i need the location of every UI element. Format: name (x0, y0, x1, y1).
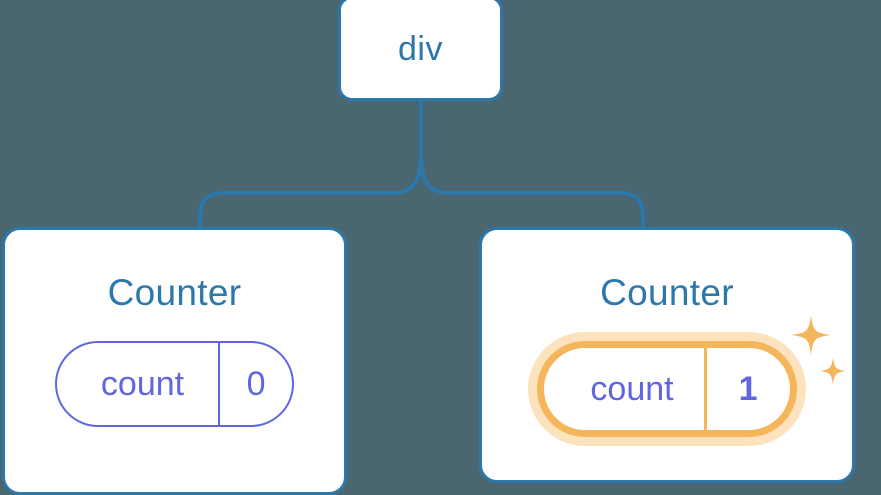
sparkle-large-icon (790, 315, 831, 355)
edge-root-to-left-child (198, 146, 423, 231)
node-counter-left-title: Counter (107, 272, 242, 313)
node-counter-left[interactable]: Counter count 0 (2, 227, 347, 495)
state-pill-right-value: 1 (703, 348, 790, 430)
state-pill-left[interactable]: count 0 (54, 341, 295, 427)
sparkle-group (789, 313, 849, 393)
state-pill-right[interactable]: count 1 (537, 341, 797, 437)
node-counter-right[interactable]: Counter count 1 (479, 227, 855, 483)
node-root-label: div (398, 29, 443, 68)
state-pill-left-value: 0 (218, 343, 292, 425)
state-pill-left-wrap: count 0 (54, 341, 295, 427)
sparkle-small-icon (819, 357, 846, 385)
node-counter-right-title: Counter (600, 272, 734, 313)
state-pill-right-key: count (590, 370, 674, 408)
node-root-div[interactable]: div (338, 0, 503, 101)
state-pill-left-key: count (100, 365, 185, 403)
state-pill-right-wrap: count 1 (537, 315, 846, 437)
edge-root-to-right-child (419, 146, 645, 231)
